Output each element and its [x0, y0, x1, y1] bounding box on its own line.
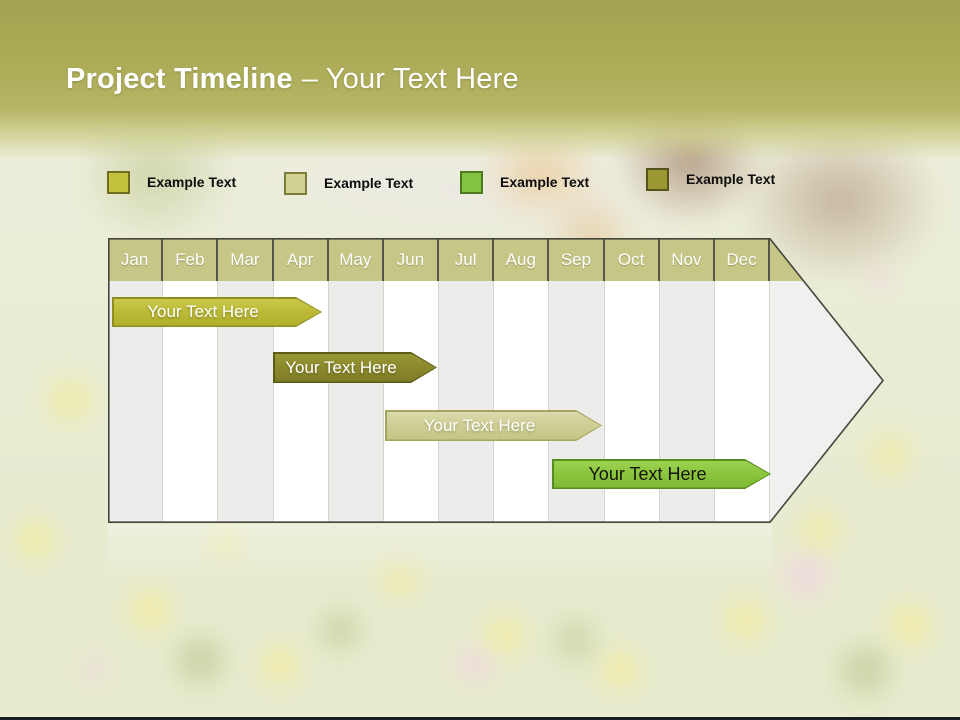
legend-swatch-khaki-icon — [284, 172, 307, 195]
month-column — [328, 281, 384, 522]
legend-label: Example Text — [147, 174, 237, 190]
month-header-aug: Aug — [494, 238, 550, 281]
month-header-jul: Jul — [439, 238, 495, 281]
month-column — [383, 281, 440, 522]
title-band — [0, 0, 960, 160]
month-column — [439, 281, 495, 522]
task-bar-fill — [114, 299, 321, 326]
month-header-feb: Feb — [163, 238, 219, 281]
slide-bottom-edge — [0, 717, 960, 720]
legend-swatch-green-icon — [460, 171, 483, 194]
month-header-oct: Oct — [605, 238, 660, 281]
month-header-nov: Nov — [660, 238, 715, 281]
table-reflection — [108, 524, 772, 576]
legend-label: Example Text — [324, 175, 414, 191]
page-title: Project Timeline– Your Text Here — [66, 63, 916, 96]
task-bar-label: Your Text Here — [285, 357, 397, 377]
legend-label: Example Text — [686, 171, 776, 187]
legend-swatch-dark-olive-icon — [646, 168, 669, 191]
task-bar-2: Your Text Here — [273, 352, 437, 383]
legend-swatch-olive-icon — [107, 171, 130, 194]
month-header-sep: Sep — [549, 238, 605, 281]
month-header-apr: Apr — [274, 238, 329, 281]
legend-label: Example Text — [500, 174, 590, 190]
month-header-row: Jan Feb Mar Apr May Jun Jul Aug Sep Oct … — [108, 238, 771, 281]
task-bar-label: Your Text Here — [147, 302, 259, 321]
task-bar-fill — [387, 412, 601, 440]
month-column — [494, 281, 550, 522]
task-bar-label: Your Text Here — [423, 415, 536, 435]
month-header-may: May — [329, 238, 384, 281]
month-header-mar: Mar — [218, 238, 274, 281]
task-bar-3: Your Text Here — [385, 410, 602, 441]
month-header-jan: Jan — [108, 238, 164, 281]
month-header-jun: Jun — [384, 238, 440, 281]
task-bar-4: Your Text Here — [552, 459, 771, 489]
task-bar-label: Your Text Here — [588, 463, 707, 484]
task-bar-1: Your Text Here — [112, 297, 322, 327]
task-bar-fill — [554, 461, 770, 488]
page-title-light: – Your Text Here — [301, 63, 519, 95]
task-bar-fill — [275, 354, 436, 382]
month-header-dec: Dec — [715, 238, 771, 281]
page-title-bold: Project Timeline — [66, 63, 293, 95]
